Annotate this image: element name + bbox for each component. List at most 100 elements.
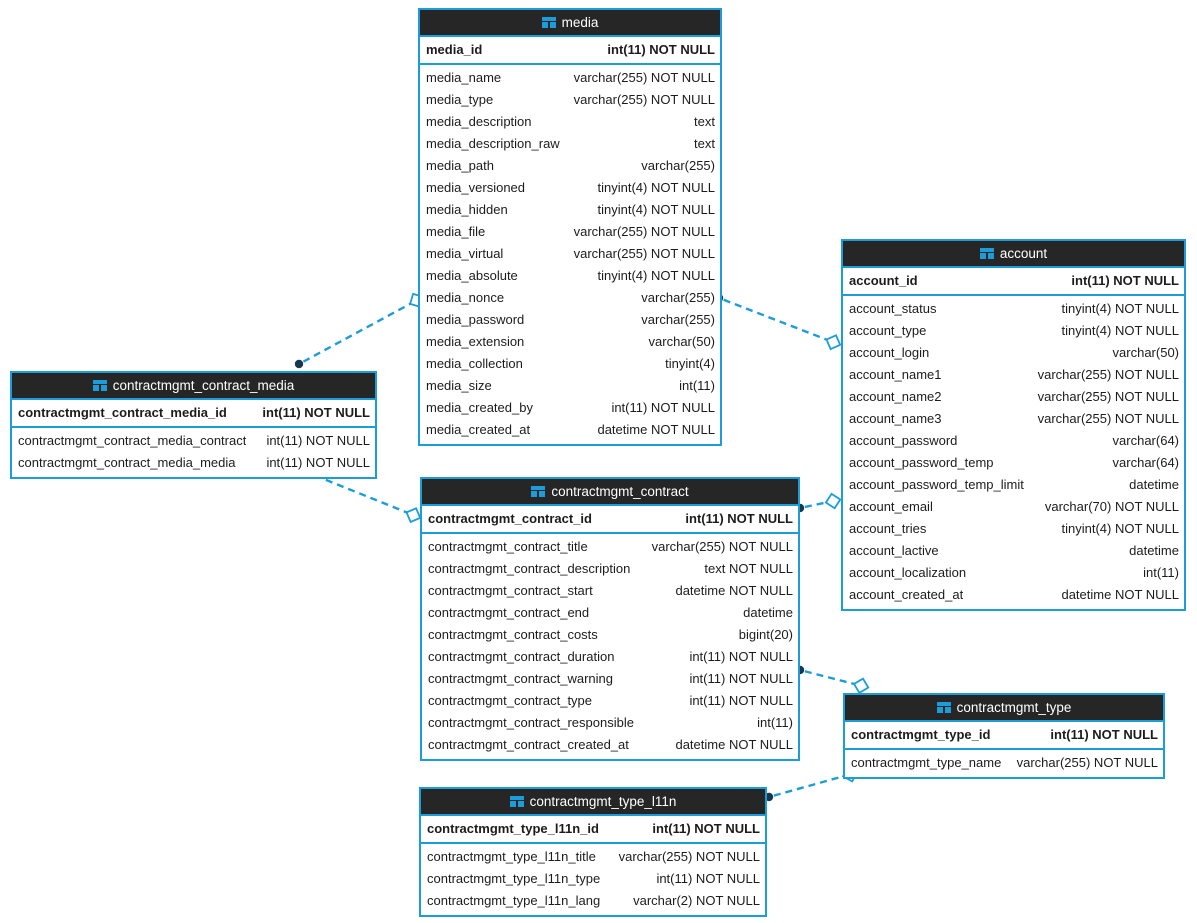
field-type: varchar(255) — [641, 312, 715, 327]
entity-table-contractmgmt_type_l11n[interactable]: contractmgmt_type_l11n contractmgmt_type_… — [419, 787, 767, 917]
field-row[interactable]: contractmgmt_contract_costs bigint(20) — [422, 624, 798, 646]
field-type: int(11) NOT NULL — [262, 405, 370, 420]
entity-title: contractmgmt_type_l11n — [529, 794, 677, 809]
field-name: contractmgmt_contract_created_at — [428, 737, 629, 752]
field-type: int(11) NOT NULL — [266, 433, 370, 448]
field-name: account_password — [849, 433, 958, 448]
field-name: contractmgmt_contract_responsible — [428, 715, 634, 730]
entity-header: contractmgmt_type_l11n — [421, 789, 765, 816]
field-name: account_type — [849, 323, 927, 338]
field-row[interactable]: media_description text — [420, 111, 720, 133]
field-type: varchar(64) — [1112, 455, 1179, 470]
field-type: datetime NOT NULL — [597, 422, 715, 437]
connector-line — [723, 298, 831, 342]
field-type: text — [694, 114, 715, 129]
field-type: tinyint(4) NOT NULL — [597, 268, 715, 283]
field-name: account_localization — [849, 565, 967, 580]
field-name: media_absolute — [426, 268, 518, 283]
field-row[interactable]: contractmgmt_contract_created_at datetime… — [422, 734, 798, 756]
field-type: int(11) NOT NULL — [611, 400, 715, 415]
table-icon — [541, 17, 556, 28]
field-row[interactable]: media_absolute tinyint(4) NOT NULL — [420, 265, 720, 287]
field-type: bigint(20) — [738, 627, 793, 642]
field-name: contractmgmt_type_id — [851, 727, 991, 742]
field-type: tinyint(4) NOT NULL — [1061, 323, 1179, 338]
field-type: varchar(255) — [641, 158, 715, 173]
field-name: media_collection — [426, 356, 523, 371]
field-type: int(11) NOT NULL — [685, 511, 793, 526]
field-type: text NOT NULL — [704, 561, 793, 576]
field-name: media_name — [426, 70, 502, 85]
field-type: text — [694, 136, 715, 151]
table-icon — [509, 796, 524, 807]
field-row[interactable]: account_type tinyint(4) NOT NULL — [843, 320, 1184, 342]
field-name: contractmgmt_type_l11n_title — [427, 849, 596, 864]
field-name: account_password_temp_limit — [849, 477, 1024, 492]
field-name: media_description — [426, 114, 532, 129]
field-type: datetime — [743, 605, 793, 620]
field-name: contractmgmt_contract_type — [428, 693, 593, 708]
field-type: varchar(70) NOT NULL — [1044, 499, 1179, 514]
entity-header: contractmgmt_type — [845, 695, 1163, 722]
field-name: contractmgmt_contract_costs — [428, 627, 598, 642]
field-name: media_extension — [426, 334, 525, 349]
field-type: varchar(255) NOT NULL — [1037, 367, 1179, 382]
field-type: datetime NOT NULL — [675, 737, 793, 752]
